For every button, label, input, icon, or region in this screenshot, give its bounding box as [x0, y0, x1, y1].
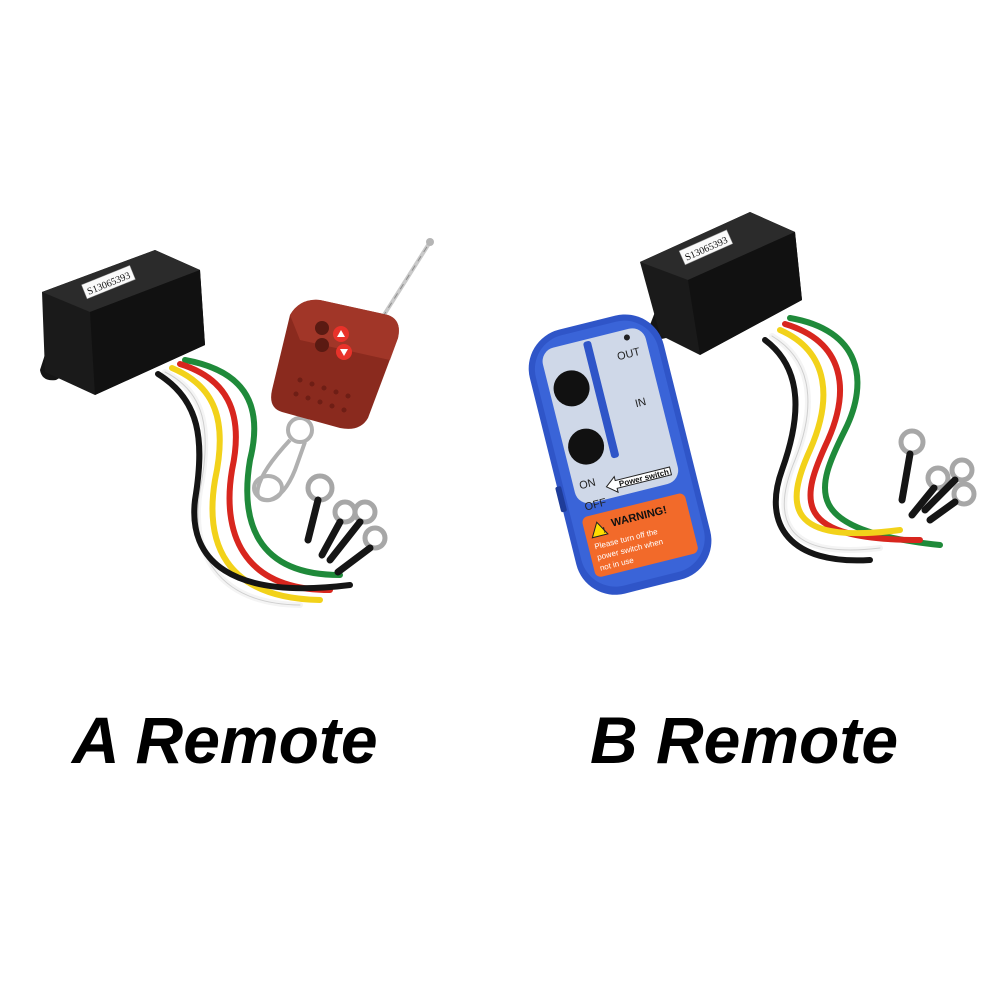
- in-button[interactable]: [564, 425, 608, 469]
- key-clip: [252, 416, 314, 503]
- handheld-remote-b: OUT IN ON OFF Power switch ! WARNING! Pl…: [528, 314, 712, 595]
- svg-text:!: !: [602, 525, 607, 534]
- key-fob-remote-a: [252, 238, 434, 503]
- led-indicator: [623, 334, 630, 341]
- ring-terminals-a: [304, 473, 388, 576]
- receiver-box-b: S13065393: [640, 212, 977, 564]
- out-button[interactable]: [550, 367, 594, 411]
- out-label: OUT: [616, 346, 642, 363]
- warning-panel: [582, 493, 698, 577]
- warning-icon: [591, 521, 609, 539]
- power-switch[interactable]: [555, 486, 567, 513]
- caption-a-remote: A Remote: [72, 703, 378, 777]
- caption-b-remote: B Remote: [590, 703, 899, 777]
- wires-b: [762, 315, 943, 564]
- on-label: ON: [578, 477, 597, 493]
- receiver-box-a: S13065393: [40, 250, 388, 608]
- ring-terminals-b: [898, 428, 977, 524]
- wires-a: [155, 357, 353, 608]
- in-label: IN: [634, 396, 648, 410]
- fob-buttons: [315, 321, 352, 360]
- off-label: OFF: [583, 496, 608, 513]
